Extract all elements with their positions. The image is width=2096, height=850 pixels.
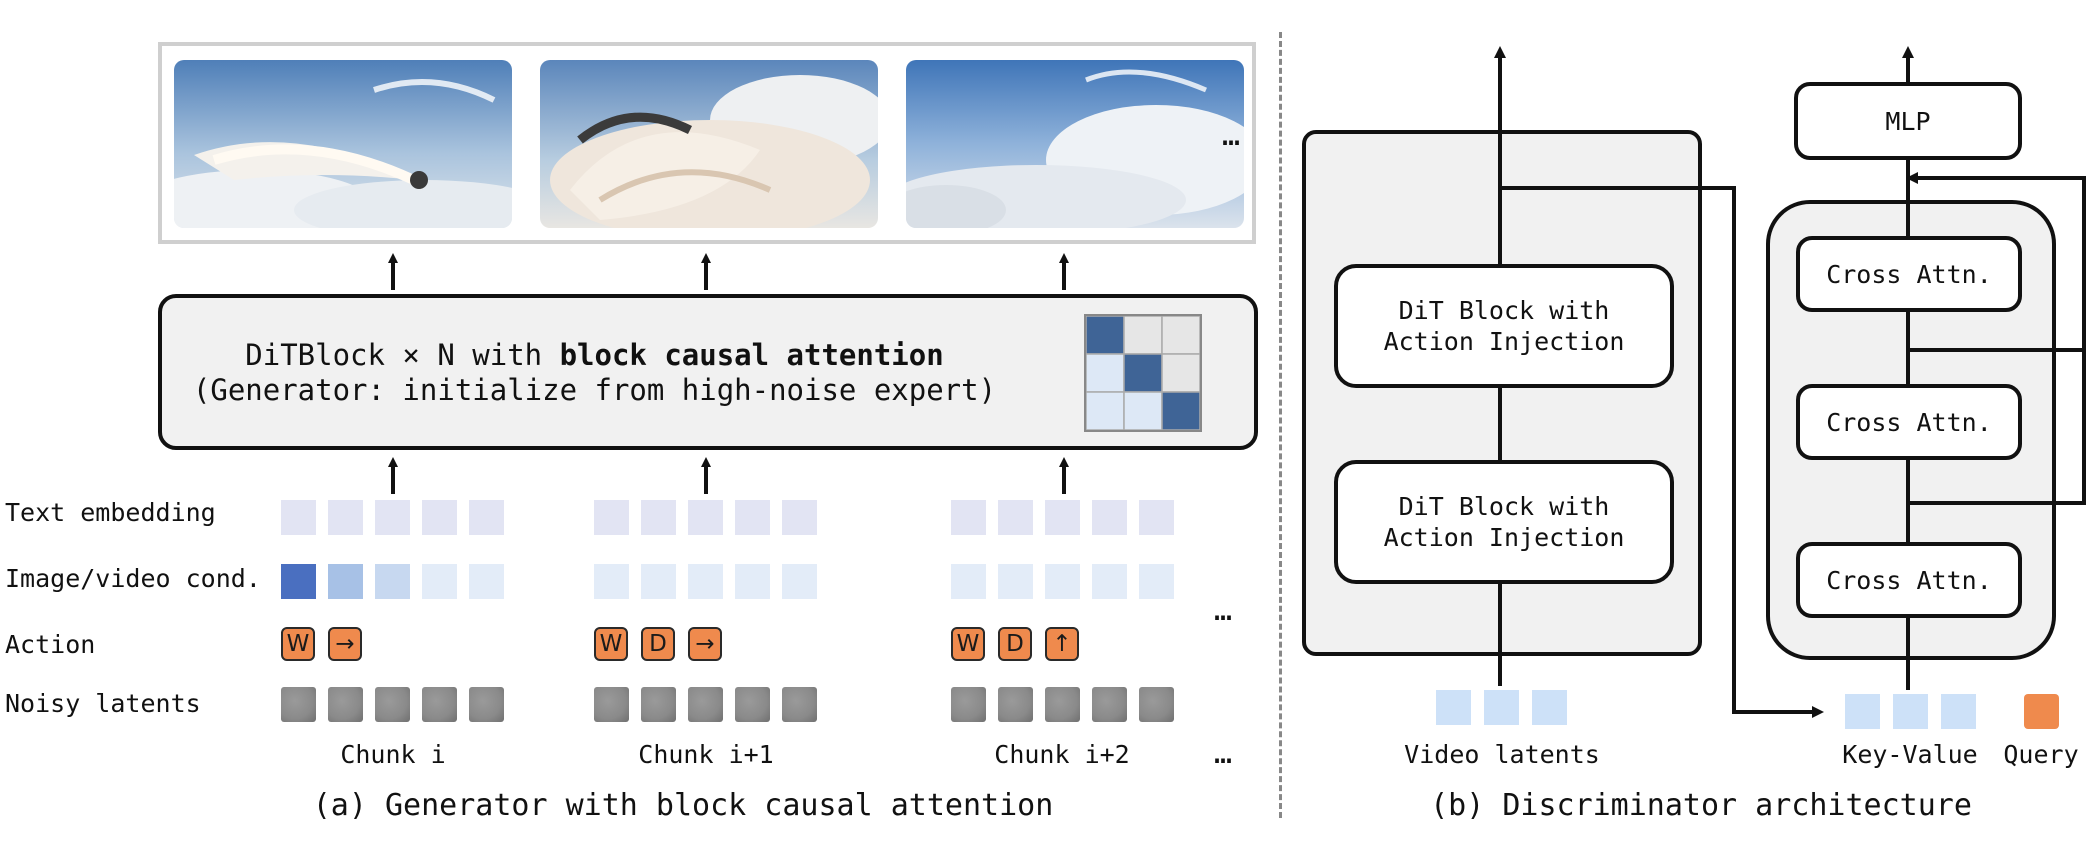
mlp-block: MLP bbox=[1794, 82, 2022, 160]
action-key-right-arrow: → bbox=[328, 627, 362, 661]
row-label-image-video-cond: Image/video cond. bbox=[5, 564, 261, 593]
row-label-text-embedding: Text embedding bbox=[5, 498, 216, 527]
noisy-latent-token bbox=[1092, 687, 1127, 722]
action-key-w: W bbox=[951, 627, 985, 661]
panel-divider bbox=[1279, 32, 1282, 818]
noisy-latent-token bbox=[998, 687, 1033, 722]
cross-attn-block-3: Cross Attn. bbox=[1796, 542, 2022, 618]
video-latent-token bbox=[1436, 690, 1471, 725]
row-label-noisy-latents: Noisy latents bbox=[5, 689, 201, 718]
image-video-cond-token bbox=[375, 564, 410, 599]
image-video-cond-token bbox=[422, 564, 457, 599]
image-video-cond-token bbox=[1092, 564, 1127, 599]
text-embedding-token bbox=[782, 500, 817, 535]
video-latent-token bbox=[1532, 690, 1567, 725]
generated-frame-1 bbox=[174, 60, 512, 228]
image-video-cond-token bbox=[641, 564, 676, 599]
ditblock-generator: DiTBlock × N with block causal attention… bbox=[158, 294, 1258, 450]
noisy-latent-token bbox=[375, 687, 410, 722]
ditblock-subtitle: (Generator: initialize from high-noise e… bbox=[192, 373, 997, 407]
chunk-label-i: Chunk i bbox=[340, 740, 446, 769]
key-value-token bbox=[1893, 694, 1928, 729]
text-embedding-token bbox=[469, 500, 504, 535]
action-key-w: W bbox=[281, 627, 315, 661]
generated-frames-strip bbox=[158, 42, 1256, 244]
noisy-latent-token bbox=[782, 687, 817, 722]
ditblock-title: DiTBlock × N with block causal attention bbox=[245, 338, 944, 372]
generated-frame-3 bbox=[906, 60, 1244, 228]
text-embedding-token bbox=[594, 500, 629, 535]
text-embedding-token bbox=[641, 500, 676, 535]
text-embedding-token bbox=[328, 500, 363, 535]
dit-block-action-injection-2: DiT Block with Action Injection bbox=[1334, 460, 1674, 584]
text-embedding-token bbox=[688, 500, 723, 535]
key-value-token bbox=[1845, 694, 1880, 729]
image-video-cond-token bbox=[998, 564, 1033, 599]
text-embedding-token bbox=[1092, 500, 1127, 535]
noisy-latent-token bbox=[688, 687, 723, 722]
image-video-cond-token bbox=[281, 564, 316, 599]
text-embedding-token bbox=[281, 500, 316, 535]
query-token bbox=[2024, 694, 2059, 729]
generated-frame-2 bbox=[540, 60, 878, 228]
image-video-cond-token bbox=[1045, 564, 1080, 599]
text-embedding-token bbox=[1045, 500, 1080, 535]
causal-attention-mask bbox=[1084, 314, 1202, 432]
noisy-latent-token bbox=[469, 687, 504, 722]
image-video-cond-token bbox=[688, 564, 723, 599]
block-causal-attention-label: block causal attention bbox=[559, 338, 944, 372]
caption-generator: (a) Generator with block causal attentio… bbox=[312, 788, 1054, 823]
noisy-latent-token bbox=[594, 687, 629, 722]
noisy-latent-token bbox=[1139, 687, 1174, 722]
noisy-latent-token bbox=[951, 687, 986, 722]
image-video-cond-token bbox=[782, 564, 817, 599]
text-embedding-token bbox=[951, 500, 986, 535]
dit-block-action-injection-1: DiT Block with Action Injection bbox=[1334, 264, 1674, 388]
text-embedding-token bbox=[735, 500, 770, 535]
action-key-d: D bbox=[641, 627, 675, 661]
noisy-latent-token bbox=[1045, 687, 1080, 722]
image-video-cond-token bbox=[1139, 564, 1174, 599]
chunk-label-i-plus-1: Chunk i+1 bbox=[638, 740, 774, 769]
cross-attn-block-1: Cross Attn. bbox=[1796, 236, 2022, 312]
action-key-up-arrow: ↑ bbox=[1045, 627, 1079, 661]
query-label: Query bbox=[2003, 740, 2079, 769]
cond-ellipsis: … bbox=[1214, 593, 1232, 628]
action-key-d: D bbox=[998, 627, 1032, 661]
image-video-cond-token bbox=[594, 564, 629, 599]
chunk-label-i-plus-2: Chunk i+2 bbox=[994, 740, 1130, 769]
chunk-ellipsis: … bbox=[1214, 736, 1232, 771]
noisy-latent-token bbox=[281, 687, 316, 722]
frames-ellipsis: … bbox=[1222, 118, 1240, 153]
noisy-latent-token bbox=[641, 687, 676, 722]
video-latents-label: Video latents bbox=[1404, 740, 1600, 769]
image-video-cond-token bbox=[328, 564, 363, 599]
caption-discriminator: (b) Discriminator architecture bbox=[1430, 788, 1972, 823]
text-embedding-token bbox=[422, 500, 457, 535]
text-embedding-token bbox=[998, 500, 1033, 535]
noisy-latent-token bbox=[735, 687, 770, 722]
image-video-cond-token bbox=[469, 564, 504, 599]
video-latent-token bbox=[1484, 690, 1519, 725]
key-value-token bbox=[1941, 694, 1976, 729]
key-value-label: Key-Value bbox=[1842, 740, 1978, 769]
action-key-right-arrow: → bbox=[688, 627, 722, 661]
noisy-latent-token bbox=[328, 687, 363, 722]
text-embedding-token bbox=[1139, 500, 1174, 535]
action-key-w: W bbox=[594, 627, 628, 661]
noisy-latent-token bbox=[422, 687, 457, 722]
image-video-cond-token bbox=[735, 564, 770, 599]
cross-attn-block-2: Cross Attn. bbox=[1796, 384, 2022, 460]
text-embedding-token bbox=[375, 500, 410, 535]
image-video-cond-token bbox=[951, 564, 986, 599]
row-label-action: Action bbox=[5, 630, 96, 659]
